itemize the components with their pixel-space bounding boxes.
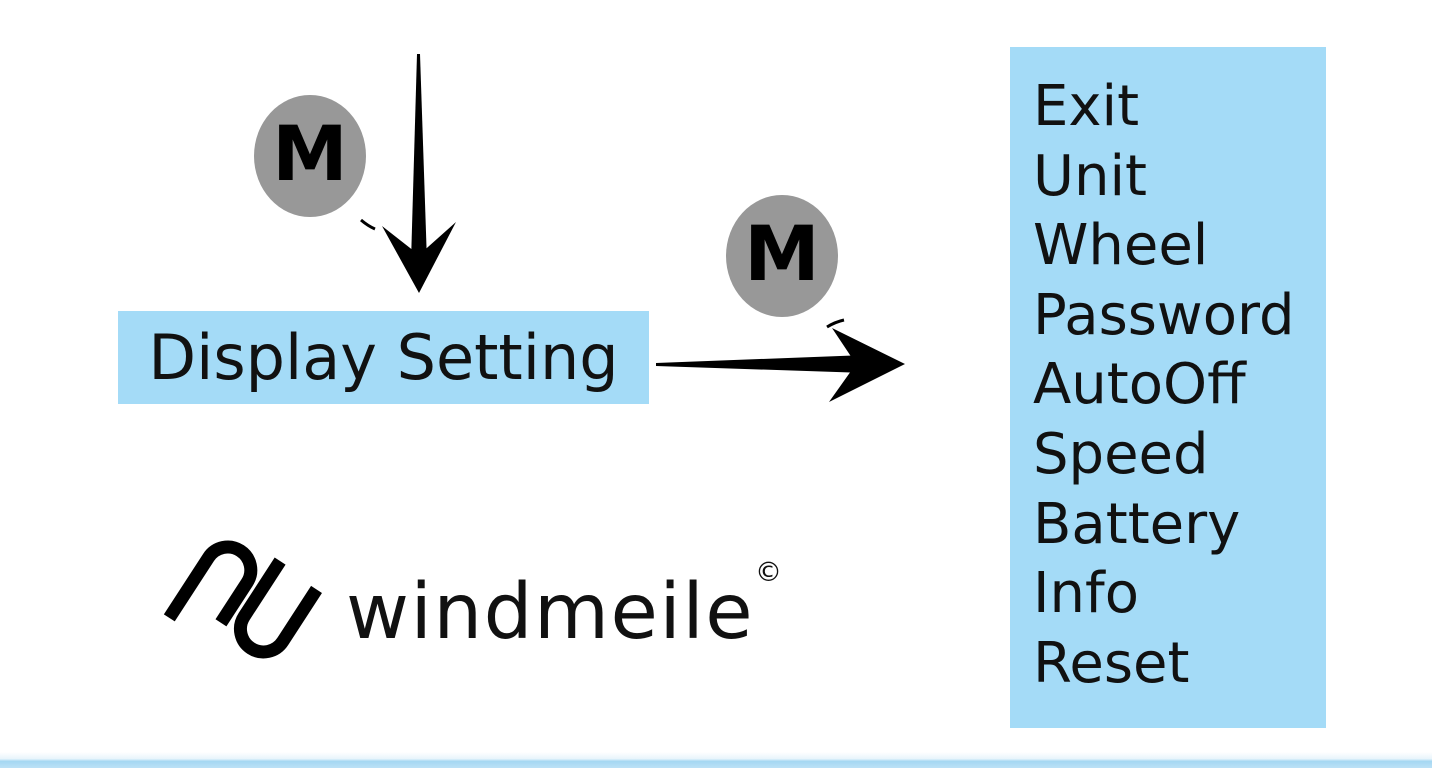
display-setting-label: Display Setting bbox=[148, 321, 619, 394]
arrow-start-tick bbox=[826, 318, 845, 329]
menu-item-autooff: AutoOff bbox=[1033, 352, 1246, 418]
m-button-label: M bbox=[744, 209, 820, 298]
settings-menu-panel: Exit Unit Wheel Password AutoOff Speed B… bbox=[1010, 47, 1326, 728]
m-button-badge-1: M bbox=[254, 95, 366, 217]
down-arrow-icon bbox=[360, 54, 456, 293]
arrow-start-tick bbox=[360, 218, 376, 231]
copyright-symbol: © bbox=[755, 557, 782, 588]
display-setting-node: Display Setting bbox=[118, 311, 649, 404]
right-arrow-icon bbox=[656, 318, 905, 402]
menu-item-speed: Speed bbox=[1033, 421, 1209, 487]
brand-name: windmeile bbox=[346, 568, 755, 657]
footer-accent-bar bbox=[0, 752, 1432, 768]
menu-item-password: Password bbox=[1033, 282, 1295, 348]
menu-item-exit: Exit bbox=[1033, 74, 1140, 139]
m-button-badge-2: M bbox=[726, 195, 838, 317]
menu-item-unit: Unit bbox=[1033, 143, 1147, 209]
menu-item-wheel: Wheel bbox=[1033, 213, 1209, 279]
menu-item-reset: Reset bbox=[1033, 630, 1190, 696]
menu-item-battery: Battery bbox=[1033, 491, 1241, 557]
windmeile-logo-icon bbox=[163, 540, 322, 659]
menu-item-info: Info bbox=[1033, 561, 1139, 627]
m-button-label: M bbox=[272, 109, 348, 198]
